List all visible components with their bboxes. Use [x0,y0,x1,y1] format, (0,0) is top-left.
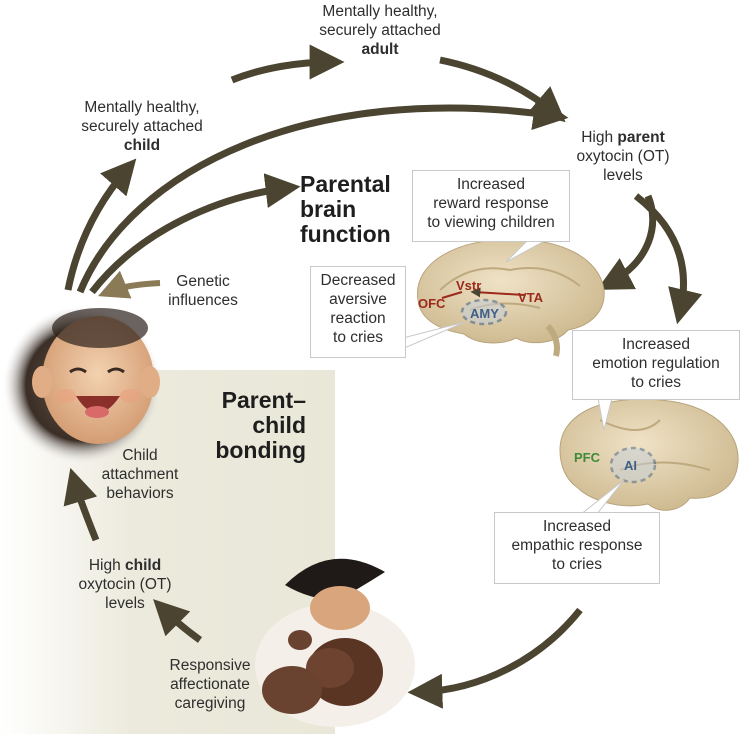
attachment-label: Child attachment behaviors [101,447,179,502]
amy-label: AMY [470,306,499,321]
ai-region [609,446,657,484]
arrow-parent-ot-to-emotion [633,193,703,325]
vstr-label: Vstr [456,278,482,293]
caregiving-label: Responsive affectionate caregiving [169,657,251,712]
genetic-label: Genetic influences [168,273,238,309]
arrow-caregiving-to-child-ot [153,599,203,643]
parent-ot-label: High parent oxytocin (OT) levels [576,129,670,184]
amy-region [460,298,508,326]
arrow-genetic-to-baby [98,270,161,299]
bonding-title: Parent– child bonding [215,387,306,463]
empathic-callout: Increased empathic response to cries [494,512,660,584]
pfc-label: PFC [574,450,600,465]
arrow-child-ot-to-attachment [63,467,100,542]
emotion-callout: Increased emotion regulation to cries [572,330,740,400]
arrow-parent-ot-to-brain [596,194,657,290]
aversive-callout: Decreased aversive reaction to cries [310,266,406,358]
parental-brain-title: Parental brain function [300,171,391,247]
child-ot-label: High child oxytocin (OT) levels [78,557,172,612]
vstr-to-ofc-arrow [441,291,463,299]
mother-baby-photo [255,558,415,727]
adult-label: Mentally healthy, securely attached adul… [319,3,441,58]
reward-callout: Increased reward response to viewing chi… [412,170,570,242]
ofc-label: OFC [418,296,446,311]
baby-photo [2,305,162,465]
vta-to-vstr-arrow [470,287,525,298]
child-label: Mentally healthy, securely attached chil… [81,99,203,154]
arrow-baby-to-brain-function [89,173,301,295]
arrow-empathic-to-caregiving [407,607,583,709]
vta-label: VTA [518,290,544,305]
ai-label: AI [624,458,637,473]
arrow-child-to-adult [230,44,345,84]
arrow-baby-to-parent-ot [76,95,569,294]
brain-upper [417,239,605,357]
arrow-baby-to-child [64,158,137,291]
